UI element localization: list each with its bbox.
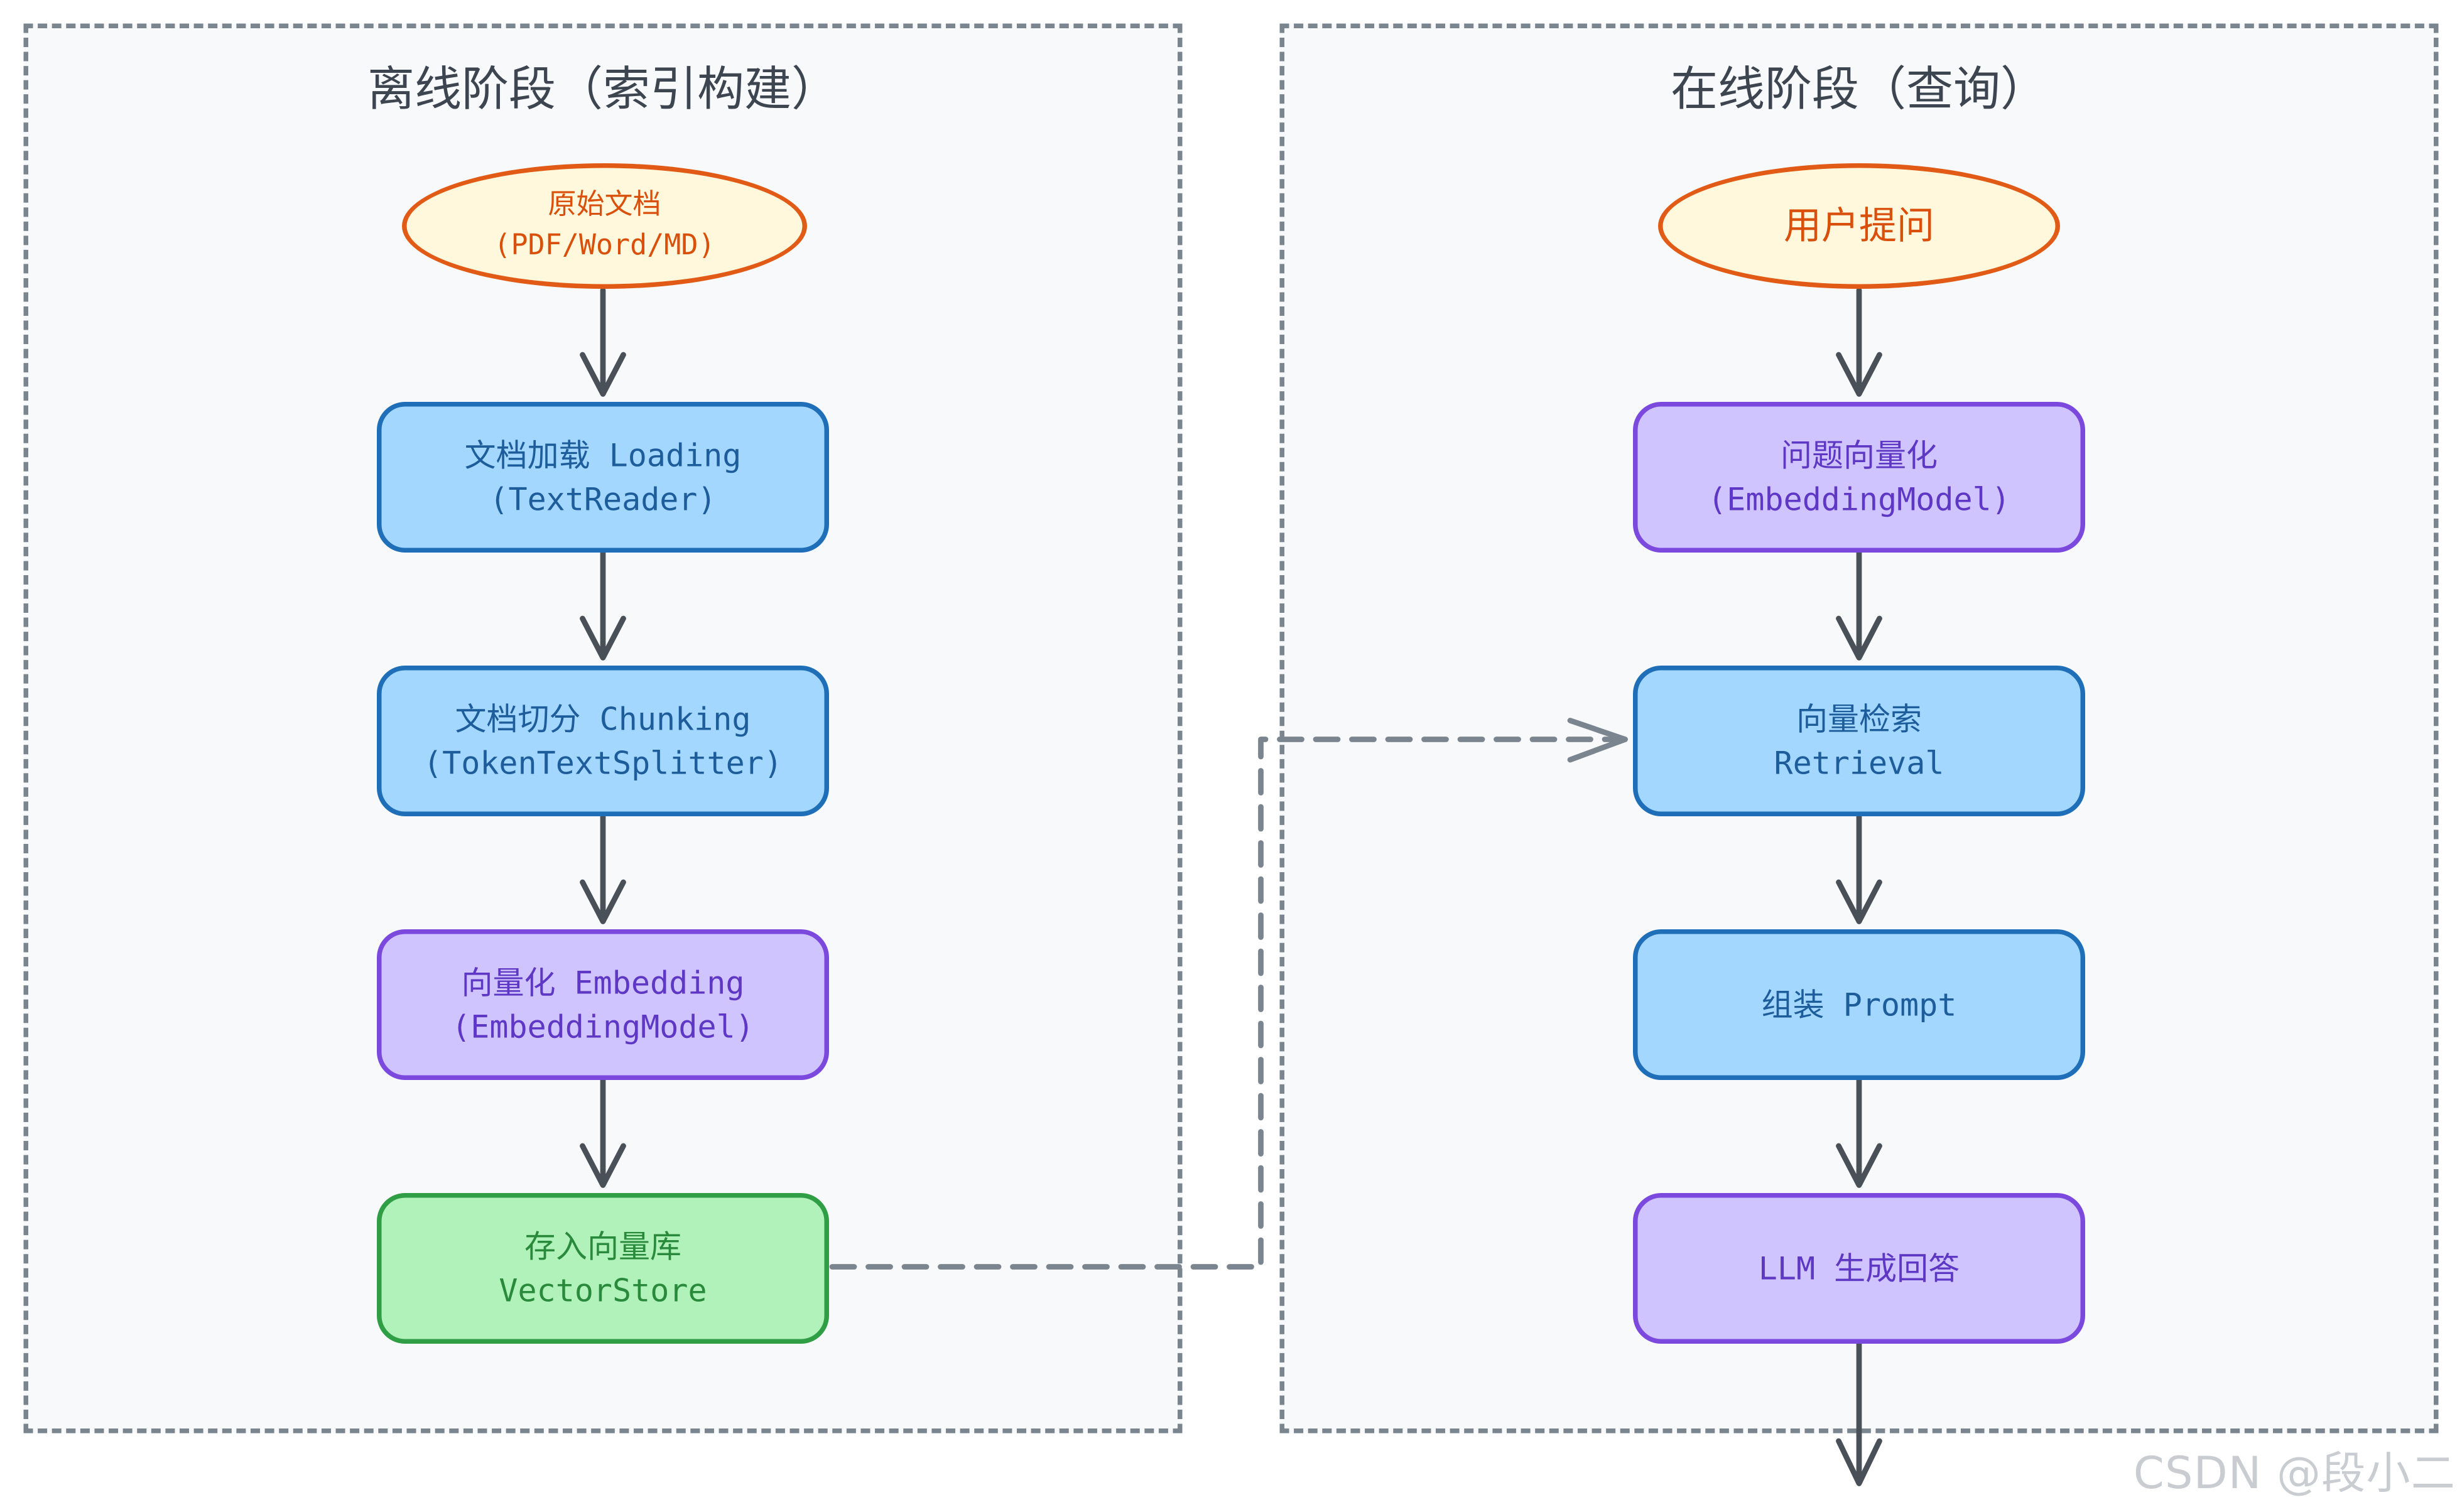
node-embedding-subtitle: (EmbeddingModel): [452, 1008, 754, 1045]
node-embedding-title: 向量化 Embedding: [461, 964, 745, 1002]
node-question-vectorize: 问题向量化 (EmbeddingModel): [1633, 402, 2085, 553]
node-user-question-title: 用户提问: [1784, 204, 1934, 248]
node-document-chunking-title: 文档切分 Chunking: [455, 700, 751, 738]
node-user-question: 用户提问: [1658, 163, 2060, 289]
node-raw-documents: 原始文档 (PDF/Word/MD): [402, 163, 807, 289]
arrow-retrieval-to-prompt: [1836, 813, 1882, 924]
arrow-question-to-vectorize: [1836, 288, 1882, 397]
arrow-vectorize-to-retrieval: [1836, 549, 1882, 661]
online-stage-title: 在线阶段（查询）: [1671, 63, 2047, 118]
node-assemble-prompt: 组装 Prompt: [1633, 929, 2085, 1080]
node-question-vectorize-subtitle: (EmbeddingModel): [1708, 480, 2010, 518]
dashed-link-arrowhead: [1567, 718, 1628, 763]
watermark: CSDN @段小二: [2133, 1447, 2456, 1499]
arrow-prompt-to-llm: [1836, 1077, 1882, 1188]
node-raw-documents-subtitle: (PDF/Word/MD): [494, 229, 715, 262]
node-document-chunking: 文档切分 Chunking (TokenTextSplitter): [377, 666, 829, 816]
arrow-embedding-to-store: [580, 1077, 626, 1188]
node-vector-store: 存入向量库 VectorStore: [377, 1193, 829, 1344]
arrow-source-to-loading: [580, 288, 626, 397]
arrow-chunking-to-embedding: [580, 813, 626, 924]
dashed-link-store-to-retrieval: [829, 737, 1628, 1270]
node-assemble-prompt-title: 组装 Prompt: [1761, 986, 1957, 1023]
node-llm-answer-title: LLM 生成回答: [1758, 1250, 1960, 1287]
node-document-loading-title: 文档加载 Loading: [464, 436, 742, 474]
node-document-loading-subtitle: (TextReader): [489, 480, 717, 518]
node-vector-retrieval-subtitle: Retrieval: [1774, 744, 1944, 782]
node-vector-store-subtitle: VectorStore: [499, 1272, 707, 1309]
node-embedding: 向量化 Embedding (EmbeddingModel): [377, 929, 829, 1080]
node-llm-answer: LLM 生成回答: [1633, 1193, 2085, 1344]
node-vector-store-title: 存入向量库: [524, 1228, 681, 1265]
node-vector-retrieval: 向量检索 Retrieval: [1633, 666, 2085, 816]
node-vector-retrieval-title: 向量检索: [1796, 700, 1922, 738]
node-document-loading: 文档加载 Loading (TextReader): [377, 402, 829, 553]
offline-stage-title: 离线阶段（索引构建）: [367, 63, 838, 118]
node-question-vectorize-title: 问题向量化: [1781, 436, 1938, 474]
arrow-loading-to-chunking: [580, 549, 626, 661]
node-raw-documents-title: 原始文档: [548, 188, 661, 222]
arrow-llm-output: [1836, 1341, 1882, 1486]
node-document-chunking-subtitle: (TokenTextSplitter): [423, 744, 783, 782]
